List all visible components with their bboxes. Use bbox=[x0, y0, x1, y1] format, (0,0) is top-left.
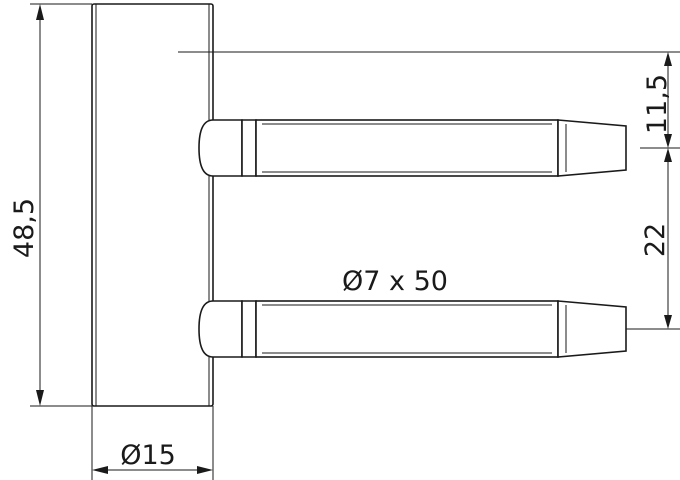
hinge-body bbox=[91, 3, 214, 407]
dimension-pin-spacing: 22 bbox=[626, 148, 680, 330]
dimension-body-diameter: Ø15 bbox=[91, 406, 214, 480]
pin-size-label: Ø7 x 50 bbox=[342, 266, 448, 297]
total-height-label: 48,5 bbox=[9, 198, 40, 258]
body-diameter-label: Ø15 bbox=[120, 440, 176, 471]
top-offset-label: 11,5 bbox=[642, 74, 673, 134]
lower-pin bbox=[198, 300, 627, 358]
dimension-top-offset: 11,5 bbox=[178, 51, 680, 149]
pin-spacing-label: 22 bbox=[640, 223, 671, 257]
upper-pin bbox=[198, 119, 627, 177]
dimension-total-height: 48,5 bbox=[9, 3, 92, 407]
